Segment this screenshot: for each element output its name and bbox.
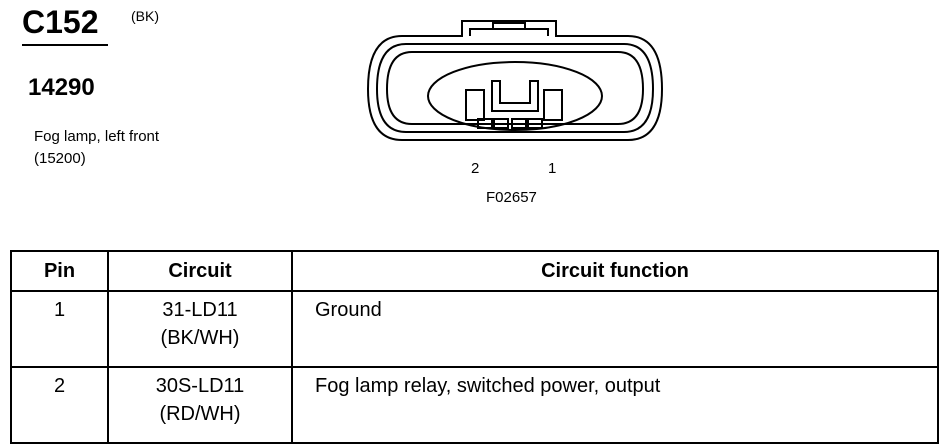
pin-cell: 2: [10, 366, 109, 444]
latch-tab: [492, 22, 526, 29]
header-circuit: Circuit: [107, 250, 293, 292]
connector-id-underline: [22, 44, 108, 46]
connector-shell-3: [385, 51, 645, 125]
table-row: 1 31-LD11 (BK/WH) Ground: [10, 290, 939, 368]
circuit-number: 31-LD11: [162, 299, 238, 321]
pin-label-1: 1: [548, 160, 557, 177]
part-number: 14290: [28, 74, 95, 101]
connector-color: (BK): [131, 8, 159, 24]
circuit-cell: 31-LD11 (BK/WH): [107, 290, 293, 368]
connector-face-diagram: [366, 20, 664, 141]
center-key: [491, 80, 539, 112]
table-header-row: Pin Circuit Circuit function: [10, 250, 939, 292]
header-circuit-function: Circuit function: [291, 250, 939, 292]
contact-tab: [493, 118, 509, 129]
function-cell: Ground: [291, 290, 939, 368]
contact-tab: [511, 118, 527, 129]
connector-description-code: (15200): [34, 150, 86, 167]
circuit-function: Fog lamp relay, switched power, output: [315, 375, 661, 397]
pin-2-terminal: [465, 89, 485, 121]
circuit-function: Ground: [315, 299, 382, 321]
latch-inner: [469, 28, 549, 36]
table-row: 2 30S-LD11 (RD/WH) Fog lamp relay, switc…: [10, 366, 939, 444]
pin-label-2: 2: [471, 160, 480, 177]
connector-description: Fog lamp, left front: [34, 128, 160, 145]
pin-table: Pin Circuit Circuit function 1 31-LD11 (…: [10, 250, 939, 444]
pin-cell: 1: [10, 290, 109, 368]
connector-id: C152: [22, 4, 99, 40]
header-pin: Pin: [10, 250, 109, 292]
connector-outer-shell: [366, 20, 664, 141]
circuit-number: 30S-LD11: [155, 375, 245, 397]
function-cell: Fog lamp relay, switched power, output: [291, 366, 939, 444]
circuit-color: (BK/WH): [160, 327, 240, 349]
contact-tab: [477, 118, 493, 129]
pin-cavity: [427, 61, 603, 131]
pin-1-terminal: [543, 89, 563, 121]
circuit-cell: 30S-LD11 (RD/WH): [107, 366, 293, 444]
circuit-color: (RD/WH): [159, 403, 241, 425]
connector-shell-2: [375, 43, 655, 133]
figure-code: F02657: [486, 189, 537, 206]
contact-tab: [527, 118, 543, 129]
